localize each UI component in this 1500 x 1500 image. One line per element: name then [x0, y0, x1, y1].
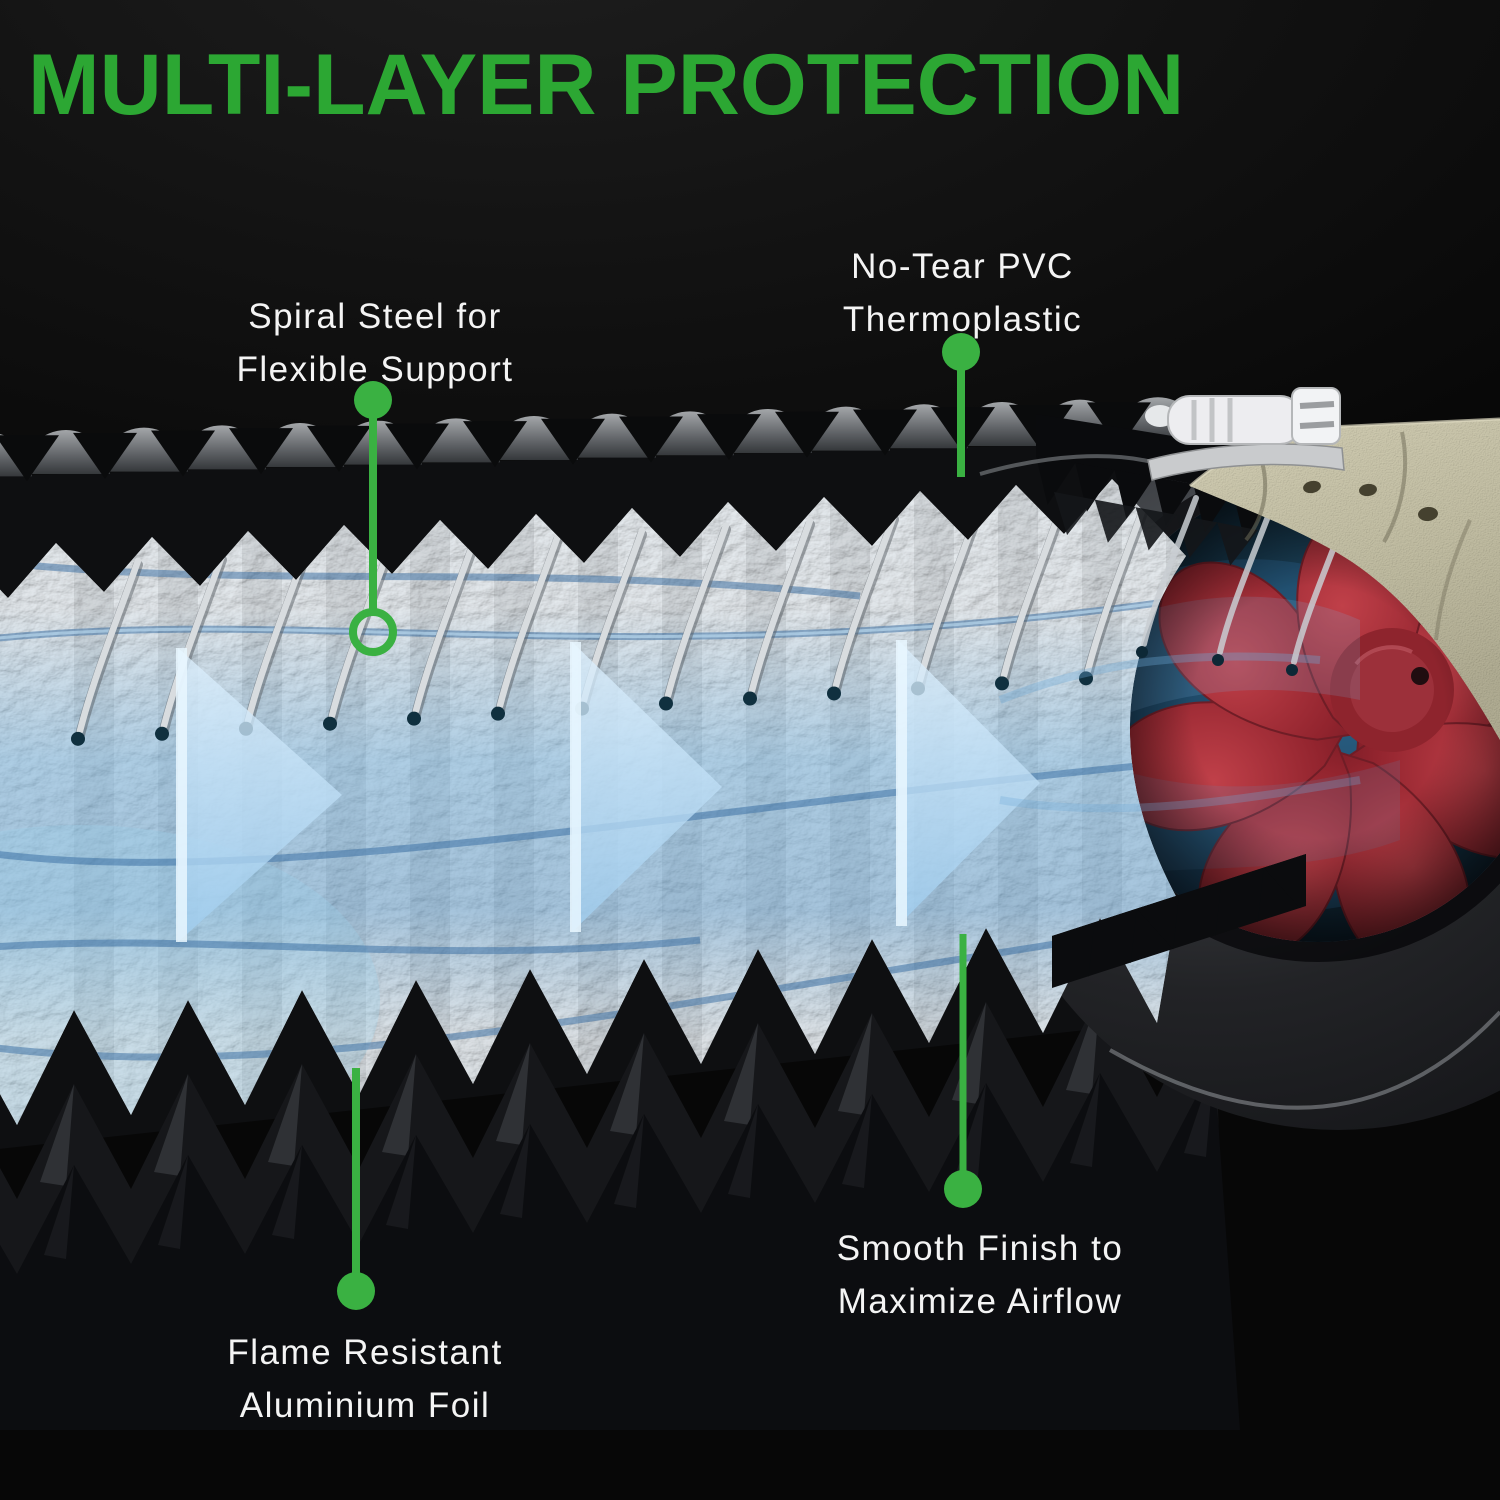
callout-pins [337, 333, 982, 1310]
clamp-screw-head [1291, 387, 1341, 445]
callout-smooth-finish: Smooth Finish to Maximize Airflow [755, 1222, 1205, 1328]
callout-line: Flame Resistant [227, 1333, 503, 1372]
duct-top-ridges [0, 397, 1202, 482]
duct-bottom-cut-layers [0, 982, 1240, 1430]
clamp-screw-slot [1299, 421, 1335, 429]
clamp-screw-housing [1167, 395, 1303, 445]
airflow-arrow [896, 640, 1040, 926]
bracket-fold [1434, 519, 1472, 641]
airflow-arrow [570, 642, 722, 932]
pin-ring-spiral-steel [349, 608, 397, 656]
housing-rim-highlight [1109, 1010, 1500, 1110]
callout-spiral-steel: Spiral Steel for Flexible Support [150, 290, 600, 396]
bracket-fold [1244, 461, 1268, 542]
airflow-arrow [176, 648, 342, 942]
callout-line: Smooth Finish to [836, 1229, 1124, 1268]
bracket-hole [1359, 483, 1377, 497]
callout-line: Maximize Airflow [837, 1282, 1123, 1321]
hose-clamp [979, 387, 1345, 481]
callout-line: Flexible Support [236, 350, 514, 389]
callout-line: Thermoplastic [842, 300, 1083, 339]
bracket-hole [1303, 480, 1321, 494]
clamp-band [1147, 443, 1345, 481]
pin-dot-spiral-steel [354, 381, 392, 419]
clamp-band [979, 454, 1153, 476]
callout-line: Aluminium Foil [239, 1386, 491, 1425]
pin-dot-foil [337, 1272, 375, 1310]
pin-dot-pvc [942, 333, 980, 371]
bracket-hole [1418, 506, 1438, 522]
callout-line: No-Tear PVC [851, 247, 1074, 286]
callout-flame-resistant-foil: Flame Resistant Aluminium Foil [140, 1326, 590, 1432]
callout-line: Spiral Steel for [248, 297, 502, 336]
pin-dot-smooth-finish [944, 1170, 982, 1208]
callout-no-tear-pvc: No-Tear PVC Thermoplastic [740, 240, 1185, 346]
bracket-fold [1382, 431, 1408, 543]
bracket-fabric-texture [1190, 419, 1500, 740]
clamp-screw-slot [1299, 401, 1335, 409]
page-title: MULTI-LAYER PROTECTION [28, 37, 1185, 133]
